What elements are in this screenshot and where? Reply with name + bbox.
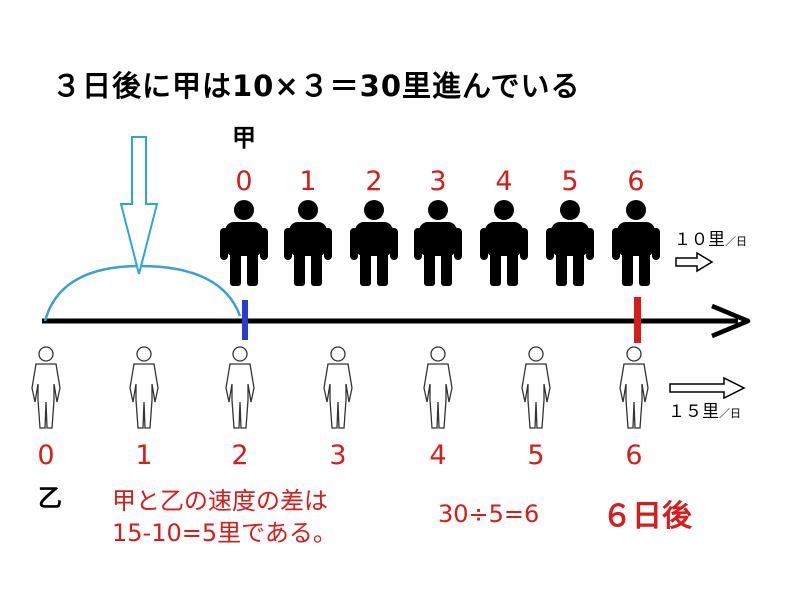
otsu-day-5: 5 <box>527 440 544 471</box>
kou-speed-arrow <box>675 251 714 273</box>
otsu-day-2: 2 <box>231 440 248 471</box>
otsu-person-3 <box>323 346 353 429</box>
kou-person-0 <box>220 200 268 286</box>
otsu-speed-label: １５里／日 <box>668 404 741 421</box>
note-line-1: 甲と乙の速度の差は <box>112 487 328 515</box>
kou-day-6: 6 <box>627 166 644 197</box>
otsu-day-3: 3 <box>329 440 346 471</box>
kou-person-1 <box>284 200 332 286</box>
kou-person-6 <box>612 200 660 286</box>
otsu-person-4 <box>423 346 453 429</box>
otsu-person-0 <box>31 346 61 429</box>
otsu-day-6: 6 <box>625 440 642 471</box>
otsu-speed-unit: ／日 <box>719 407 741 420</box>
otsu-day-4: 4 <box>429 440 446 471</box>
kou-day-0: 0 <box>235 166 252 197</box>
result: ６日後 <box>602 499 692 534</box>
otsu-speed-arrow <box>669 376 746 400</box>
kou-person-2 <box>350 200 398 286</box>
kou-speed-unit: ／日 <box>725 235 747 248</box>
timeline-arrowhead <box>711 303 751 339</box>
otsu-label: 乙 <box>38 484 62 512</box>
otsu-person-1 <box>129 346 159 429</box>
speed-difference-note: 甲と乙の速度の差は 15-10=5里である。 <box>112 486 337 549</box>
otsu-day-0: 0 <box>37 440 54 471</box>
note-line-2: 15-10=5里である。 <box>112 518 337 547</box>
kou-day-4: 4 <box>495 166 512 197</box>
kou-day-3: 3 <box>429 166 446 197</box>
kou-day-5: 5 <box>561 166 578 197</box>
distance-brace <box>43 264 242 322</box>
calculation: 30÷5=6 <box>438 500 540 528</box>
otsu-speed-value: １５里 <box>668 402 719 422</box>
headline: ３日後に甲は10×３＝30里進んでいる <box>52 69 581 103</box>
kou-person-3 <box>414 200 462 286</box>
kou-speed-label: １０里／日 <box>674 232 747 249</box>
otsu-person-5 <box>521 346 551 429</box>
kou-speed-value: １０里 <box>674 230 725 250</box>
day-6-marker <box>634 297 641 343</box>
kou-person-4 <box>480 200 528 286</box>
pointer-arrow <box>119 136 159 275</box>
otsu-person-2 <box>225 346 255 429</box>
kou-day-1: 1 <box>299 166 316 197</box>
kou-day-2: 2 <box>365 166 382 197</box>
otsu-person-6 <box>619 346 649 429</box>
kou-person-5 <box>546 200 594 286</box>
kou-label: 甲 <box>232 124 256 152</box>
otsu-day-1: 1 <box>135 440 152 471</box>
day-3-marker <box>242 300 248 340</box>
